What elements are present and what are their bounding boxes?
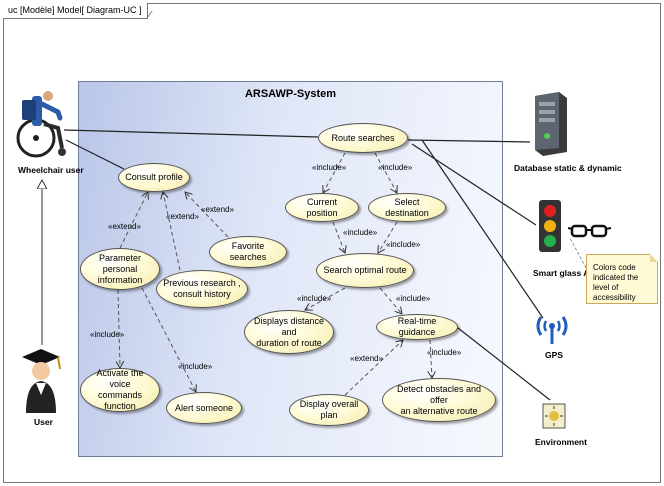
usecase-current-position[interactable]: Current position [285,193,359,222]
label-include: «include» [396,294,431,303]
label-include: «include» [297,294,332,303]
label-extend: «extend» [201,205,234,214]
extend-parameter-profile [119,192,148,249]
include-destination-search [378,221,398,253]
assoc-route-database [407,139,531,143]
usecase-route-searches[interactable]: Route searches [318,123,408,153]
include-route-current [323,152,346,193]
label-extend: «extend» [108,222,141,231]
actor-database-label: Database static & dynamic [514,163,622,173]
smart-glasses-icon[interactable] [568,222,612,242]
include-search-guidance [379,287,402,314]
traffic-light-icon[interactable] [537,198,563,254]
include-route-destination [374,152,397,193]
environment-icon[interactable] [540,400,568,432]
assoc-wheelchair-route [63,129,319,138]
label-include: «include» [343,228,378,237]
graduate-user-icon[interactable] [18,345,64,415]
usecase-consult-profile[interactable]: Consult profile [118,163,190,192]
accessibility-note[interactable]: Colors code indicated the level of acces… [586,254,658,304]
assoc-route-gps [421,139,544,319]
label-include: «include» [427,348,462,357]
usecase-search-optimal-route[interactable]: Search optimal route [316,253,414,288]
usecase-display-overall-plan[interactable]: Display overall plan [289,394,369,426]
usecase-favorite-searches[interactable]: Favorite searches [209,236,287,268]
actor-user-label: User [34,417,53,427]
extend-favorite-profile [185,192,229,238]
label-include: «include» [312,163,347,172]
include-parameter-alert [141,287,196,392]
label-include: «include» [386,240,421,249]
usecase-displays-distance[interactable]: Displays distance and duration of route [244,310,334,354]
label-include: «include» [90,330,125,339]
assoc-wheelchair-profile [65,139,125,170]
usecase-realtime-guidance[interactable]: Real-time guidance [376,314,458,340]
actor-smart-glass-label: Smart glass AR [533,268,596,278]
frame-title: uc [Modèle] Model[ Diagram-UC ] [3,3,148,19]
label-include: «include» [178,362,213,371]
wheelchair-icon[interactable] [14,90,72,162]
usecase-alert-someone[interactable]: Alert someone [166,392,242,424]
extend-plan-guidance [344,340,403,396]
label-include: «include» [378,163,413,172]
include-guidance-detect [430,339,432,378]
label-extend: «extend» [350,354,383,363]
usecase-parameter-personal[interactable]: Parameter personal information [80,248,160,290]
database-server-icon[interactable] [531,90,569,158]
system-title: ARSAWP-System [244,88,337,100]
include-search-displays [305,287,346,310]
actor-gps-label: GPS [545,350,563,360]
assoc-guidance-environment [457,327,551,401]
label-extend: «extend» [166,212,199,221]
usecase-detect-obstacles[interactable]: Detect obstacles and offer an alternativ… [382,378,496,422]
actor-environment-label: Environment [535,437,587,447]
include-parameter-voice [118,289,120,368]
assoc-route-smartglass [411,143,537,226]
include-current-search [332,221,345,253]
usecase-select-destination[interactable]: Select destination [368,193,446,222]
gps-antenna-icon[interactable] [533,307,571,345]
usecase-activate-voice[interactable]: Activate the voice commands function [80,368,160,412]
actor-wheelchair-user-label: Wheelchair user [18,165,84,175]
extend-previous-profile [163,192,181,271]
usecase-previous-research[interactable]: Previous research , consult history [156,270,248,308]
diagram-frame [3,3,661,483]
